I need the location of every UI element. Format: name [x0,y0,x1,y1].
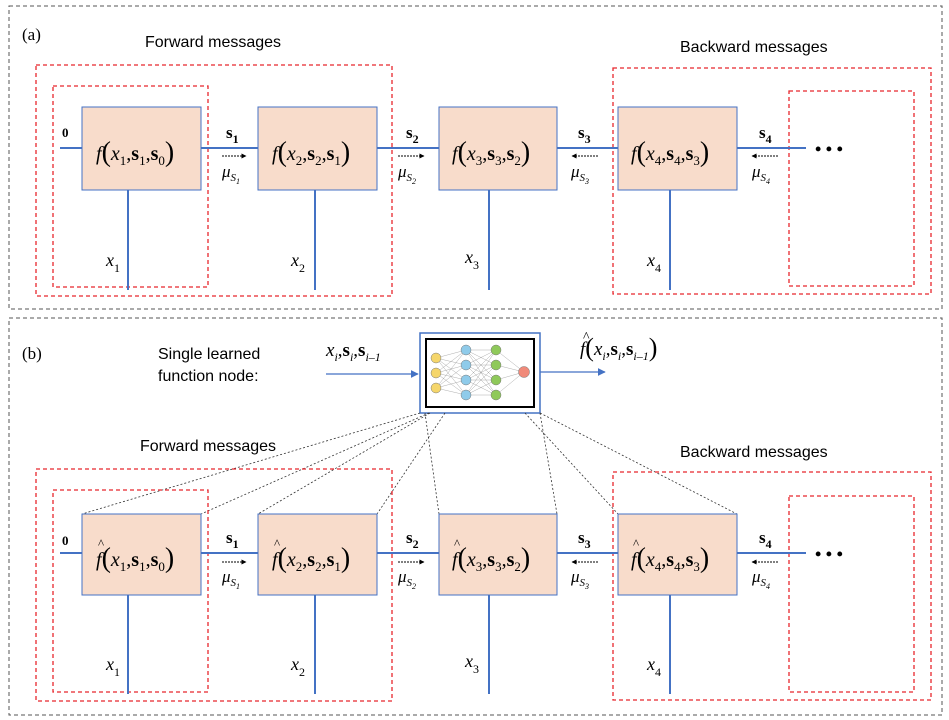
forward-group-inner [52,489,209,693]
message-mu-s2: μS2 [397,162,416,186]
forward-group-outer [35,468,393,702]
message-mu-s3: μS3 [570,567,589,591]
factor-node-4: f(x4,s4,s3) [617,106,738,191]
edge-s4-label: s4 [759,123,772,146]
forward-messages-label: Forward messages [145,34,281,51]
nn-to-node-connectors [81,412,738,515]
backward-group-outer [612,67,932,295]
message-mu-s4: μS4 [751,162,770,186]
svg-text:f(x2,s2,s1): f(x2,s2,s1) [272,543,350,574]
backward-messages-label: Backward messages [680,444,828,461]
message-mu-s2: μS2 [397,567,416,591]
forward-group-inner [52,85,209,288]
input-x2: x2 [290,250,305,275]
edge-s2-label: s2 [406,528,419,551]
learned-node-caption-line1: Single learned [158,346,260,363]
factor-node-2: f(x2,s2,s1) [257,106,378,191]
initial-state-label: 0 [62,125,69,140]
svg-text:f(x2,s2,s1): f(x2,s2,s1) [272,137,350,168]
forward-messages-label: Forward messages [140,438,276,455]
forward-group-outer [35,64,393,297]
svg-text:f(x3,s3,s2): f(x3,s3,s2) [452,543,530,574]
input-x4: x4 [646,250,661,275]
learned-factor-node-4: ^ f(x4,s4,s3) [617,513,738,596]
input-x3: x3 [464,651,479,676]
edge-s3-label: s3 [578,123,591,146]
svg-text:^: ^ [454,536,460,551]
input-x3: x3 [464,247,479,272]
svg-text:f(x3,s3,s2): f(x3,s3,s2) [452,137,530,168]
nn-output-hat: ^ [583,330,590,345]
edge-s1-label: s1 [226,528,239,551]
panel-a-label: (a) [22,25,41,44]
edge-s3-label: s3 [578,528,591,551]
input-x1: x1 [105,250,120,275]
backward-group-inner [788,90,915,287]
neural-network-icon [419,332,541,414]
message-mu-s3: μS3 [570,162,589,186]
factor-node-1: f(x1,s1,s0) [81,106,202,191]
message-mu-s1: μS1 [221,162,240,186]
backward-messages-label: Backward messages [680,39,828,56]
svg-text:f(x1,s1,s0): f(x1,s1,s0) [96,137,174,168]
factor-node-3: f(x3,s3,s2) [438,106,558,191]
svg-text:f(x4,s4,s3): f(x4,s4,s3) [631,137,709,168]
svg-text:^: ^ [98,536,104,551]
initial-state-label: 0 [62,533,69,548]
edge-s4-label: s4 [759,528,772,551]
input-x1: x1 [105,654,120,679]
message-mu-s1: μS1 [221,567,240,591]
nn-output-label: f(xi,si,si–1) [580,333,657,363]
learned-factor-node-2: ^ f(x2,s2,s1) [257,513,378,596]
edge-s1-label: s1 [226,123,239,146]
svg-text:^: ^ [274,536,280,551]
learned-factor-node-3: ^ f(x3,s3,s2) [438,513,558,596]
nn-input-label: xi,si,si–1 [325,340,381,364]
svg-text:^: ^ [633,536,639,551]
panel-a: (a) Forward messages Backward messages f… [8,5,943,310]
panel-a-frame [8,5,943,310]
svg-text:f(x4,s4,s3): f(x4,s4,s3) [631,543,709,574]
input-x4: x4 [646,654,661,679]
backward-group-inner [788,495,915,693]
panel-b: (b) Single learned function node: xi,si,… [8,317,943,716]
learned-factor-node-1: ^ f(x1,s1,s0) [81,513,202,596]
input-x2: x2 [290,654,305,679]
learned-node-caption-line2: function node: [158,368,259,385]
ellipsis: • • • [815,544,843,564]
svg-text:f(x1,s1,s0): f(x1,s1,s0) [96,543,174,574]
edge-s2-label: s2 [406,123,419,146]
ellipsis: • • • [815,139,843,159]
message-mu-s4: μS4 [751,567,770,591]
panel-b-label: (b) [22,344,42,363]
